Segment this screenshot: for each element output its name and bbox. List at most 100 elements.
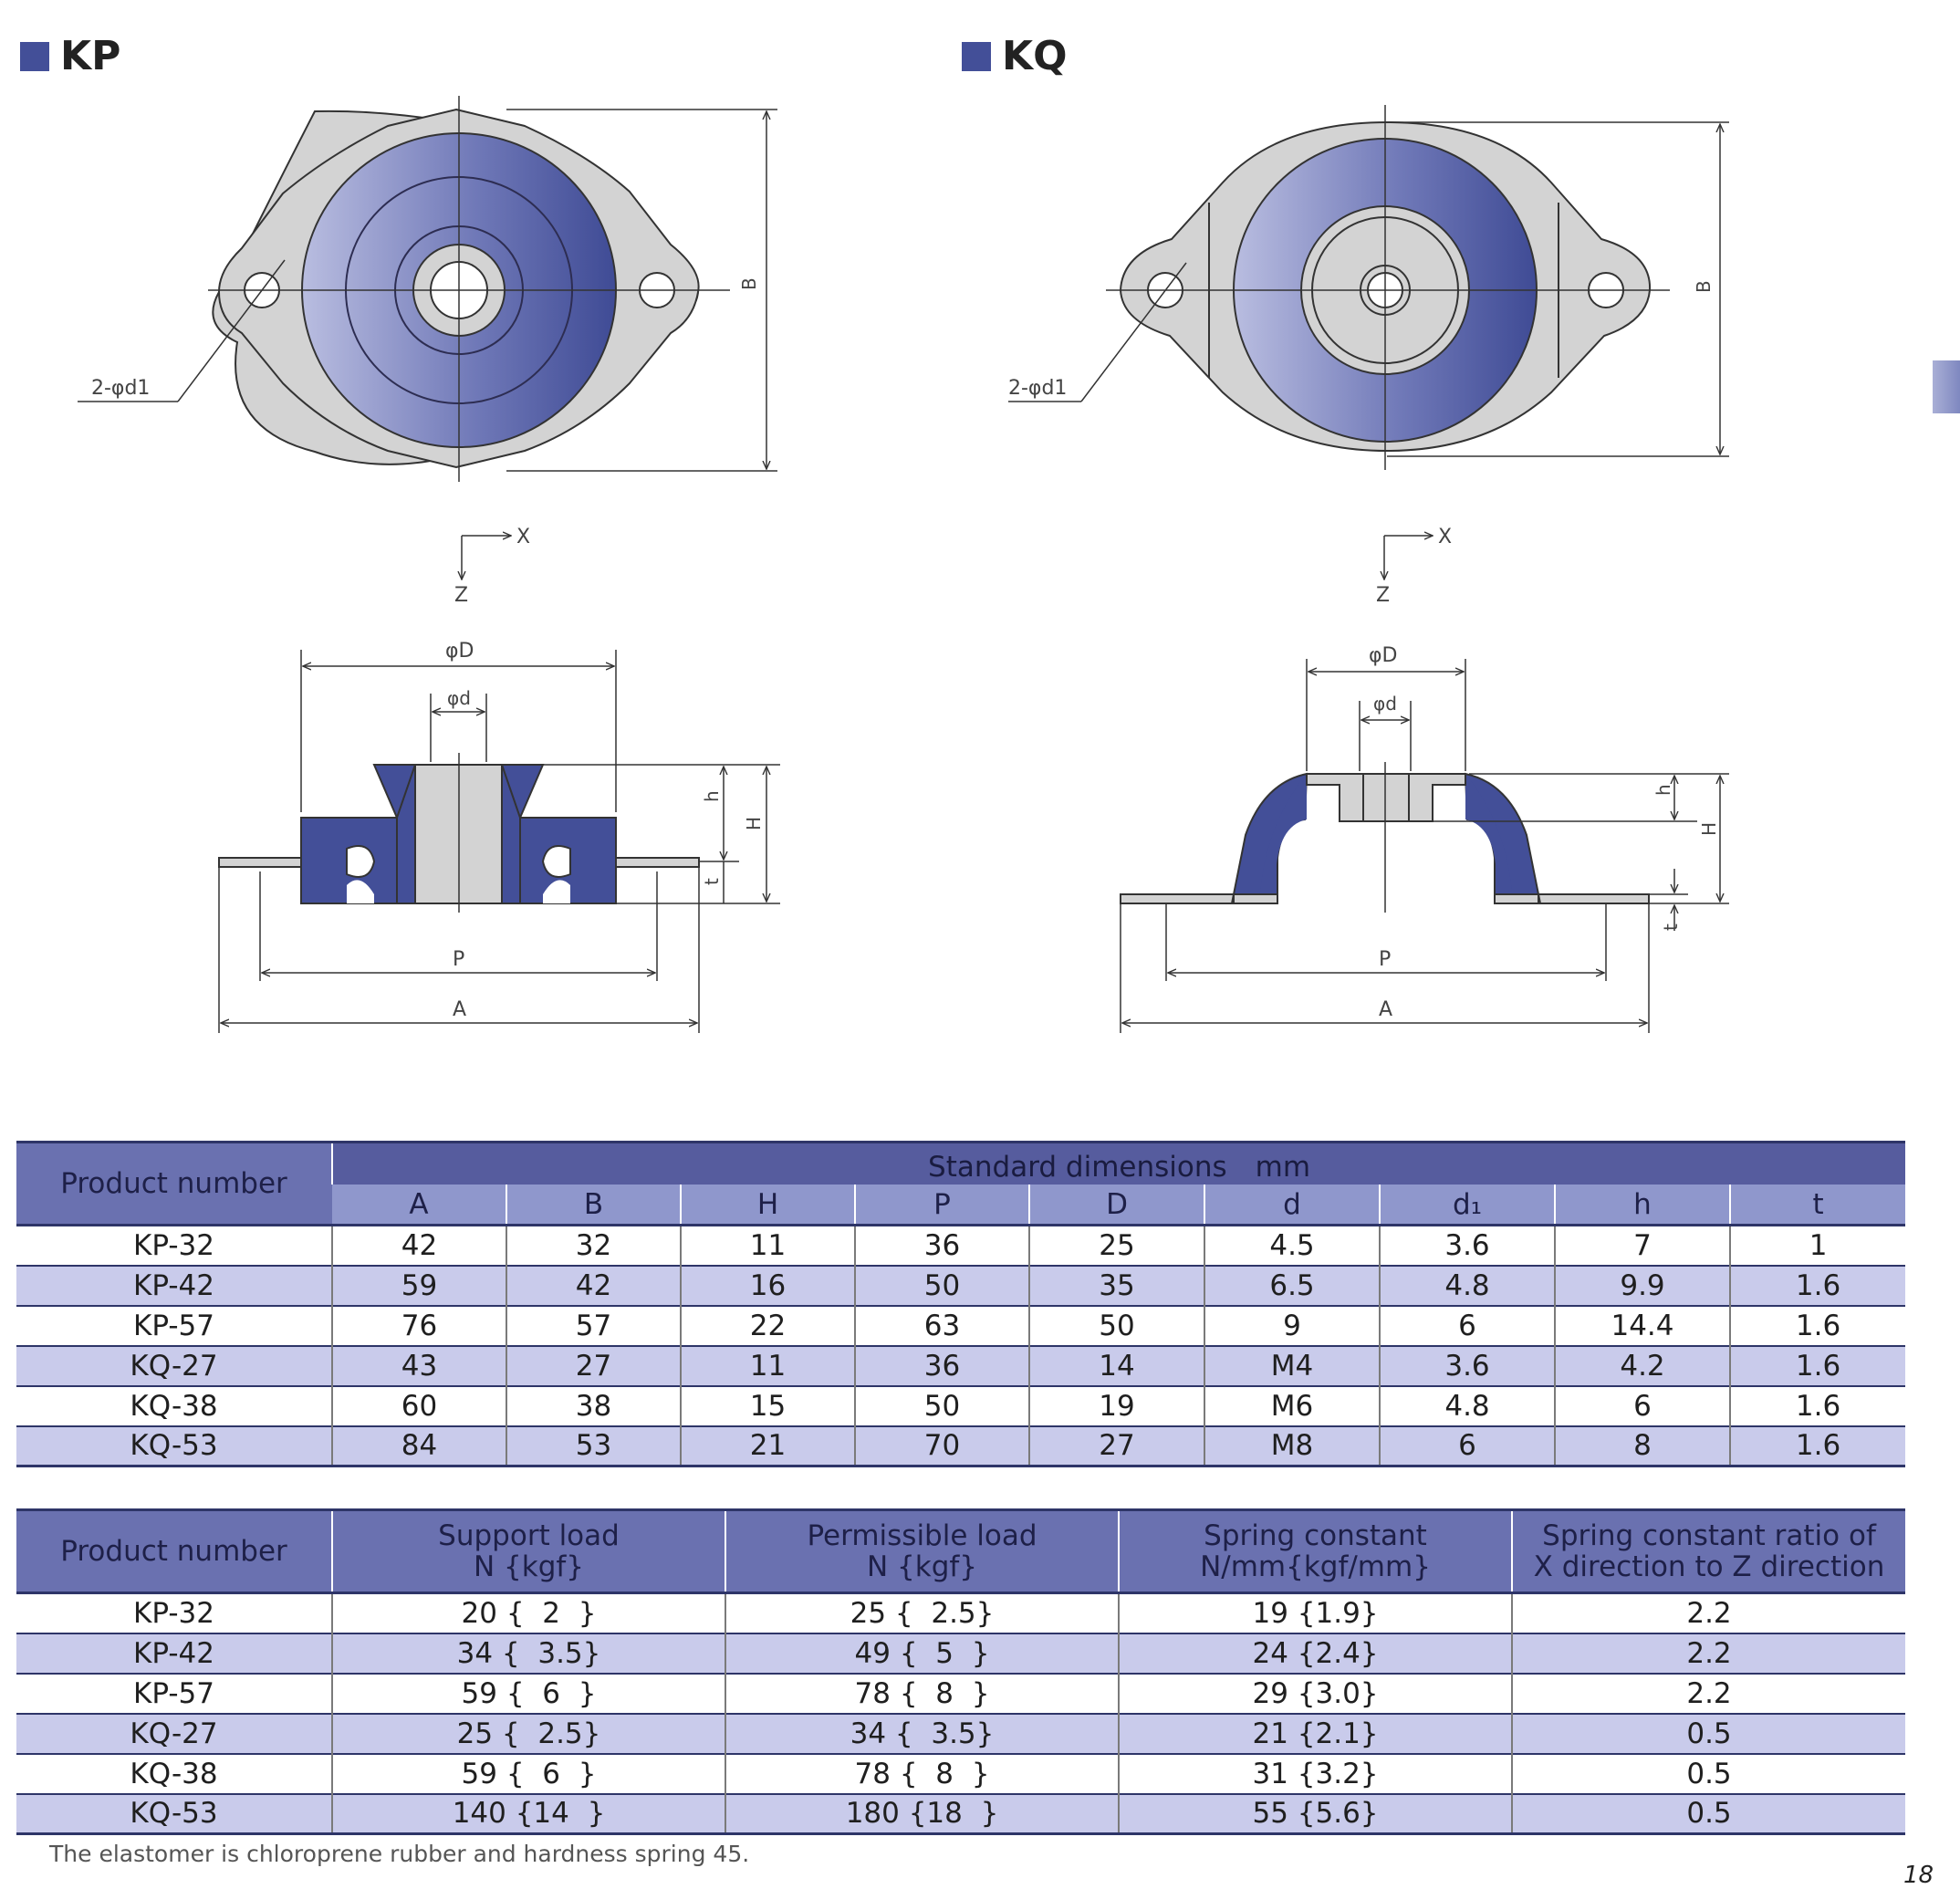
header-line-1: Support load — [438, 1519, 620, 1552]
dimension-cell: 9 — [1204, 1305, 1380, 1346]
dimension-cell: 1.6 — [1728, 1425, 1906, 1466]
dimension-cell: 36 — [854, 1225, 1029, 1266]
kq-dim-P-label: P — [1379, 948, 1391, 971]
kp-x-axis-label: X — [516, 526, 530, 548]
load-value-cell: 2.2 — [1511, 1673, 1905, 1714]
dimension-cell: 32 — [506, 1225, 681, 1266]
dimension-cell: 11 — [680, 1345, 855, 1386]
dim-column-header: A — [332, 1185, 506, 1226]
dim-column-header: d — [1204, 1185, 1380, 1226]
load-value-cell: 59 { 6 } — [331, 1753, 725, 1794]
header-line-2: N {kgf} — [473, 1550, 585, 1583]
product-number-cell: KQ-53 — [130, 1429, 218, 1463]
kq-phi-d-label: φd — [1373, 693, 1397, 715]
kp-side-view — [218, 650, 780, 1033]
dim-column-header: h — [1554, 1185, 1730, 1226]
kq-dim-H-label: H — [1698, 822, 1720, 836]
header-line-2: X direction to Z direction — [1533, 1550, 1885, 1583]
dimension-cell: 19 — [1028, 1385, 1204, 1426]
load-value-cell: 25 { 2.5} — [725, 1592, 1119, 1633]
load-value-cell: 21 {2.1} — [1118, 1713, 1512, 1754]
dimension-cell: 35 — [1028, 1265, 1204, 1306]
dimension-cell: M4 — [1204, 1345, 1380, 1386]
load-value-cell: 0.5 — [1511, 1793, 1905, 1834]
load-value-cell: 59 { 6 } — [331, 1673, 725, 1714]
kq-title-text: KQ — [1002, 33, 1068, 79]
dimension-cell: 1.6 — [1728, 1345, 1906, 1386]
kq-side-view — [1120, 659, 1729, 1033]
dimension-cell: 60 — [331, 1385, 506, 1426]
kq-axis-indicator — [1384, 536, 1433, 579]
product-number-cell: KQ-27 — [130, 1349, 218, 1383]
dimension-cell: 42 — [506, 1265, 681, 1306]
header-line-1: Product number — [60, 1535, 287, 1568]
product-number-cell: KQ-53 — [130, 1797, 218, 1831]
header-line-1: Permissible load — [807, 1519, 1037, 1552]
dimension-cell: 76 — [331, 1305, 506, 1346]
kq-dim-t-label: t — [1660, 924, 1682, 931]
title-square-icon — [962, 42, 991, 71]
kq-hole-note-label: 2-φd1 — [1008, 377, 1067, 400]
dimension-cell: 4.8 — [1379, 1265, 1555, 1306]
dim-column-header: H — [680, 1185, 855, 1226]
kp-dim-A-label: A — [453, 998, 466, 1021]
product-number-cell: KP-32 — [133, 1596, 214, 1630]
kp-dim-H-label: H — [743, 817, 765, 830]
kq-top-view — [1008, 105, 1729, 470]
dim-group-header: Standard dimensions mm — [330, 1142, 1906, 1185]
kp-phi-d-label: φd — [447, 687, 471, 709]
dimension-cell: 8 — [1554, 1425, 1730, 1466]
load-column-header: Product number — [16, 1509, 332, 1594]
dimension-cell: 4.2 — [1554, 1345, 1730, 1386]
kq-x-axis-label: X — [1438, 526, 1452, 548]
dimension-cell: 9.9 — [1554, 1265, 1730, 1306]
kp-dim-b-label: B — [738, 277, 760, 290]
dim-column-header: t — [1728, 1185, 1906, 1226]
load-value-cell: 29 {3.0} — [1118, 1673, 1512, 1714]
kp-phi-D-label: φD — [445, 640, 474, 663]
dimension-cell: 1 — [1728, 1225, 1906, 1266]
product-number-cell: KP-32 — [133, 1228, 214, 1262]
load-value-cell: 34 { 3.5} — [331, 1633, 725, 1674]
dimension-cell: M8 — [1204, 1425, 1380, 1466]
kq-dim-A-label: A — [1379, 998, 1392, 1021]
product-number-cell: KQ-38 — [130, 1389, 218, 1423]
dim-table-group-header-row: Product number Standard dimensions mm — [16, 1142, 1906, 1226]
dimension-cell: 3.6 — [1379, 1225, 1555, 1266]
load-value-cell: 49 { 5 } — [725, 1633, 1119, 1674]
dimension-cell: 27 — [506, 1345, 681, 1386]
dimension-cell: 42 — [331, 1225, 506, 1266]
load-value-cell: 180 {18 } — [725, 1793, 1119, 1834]
dimension-cell: 59 — [331, 1265, 506, 1306]
dimension-cell: 14.4 — [1554, 1305, 1730, 1346]
load-value-cell: 19 {1.9} — [1118, 1592, 1512, 1633]
title-square-icon — [20, 42, 49, 71]
dimension-cell: 15 — [680, 1385, 855, 1426]
dimension-cell: 50 — [854, 1265, 1029, 1306]
header-line-2: N {kgf} — [866, 1550, 978, 1583]
dimension-cell: 50 — [854, 1385, 1029, 1426]
kq-dim-h-label-rotated: h — [1652, 784, 1674, 796]
dimension-cell: M6 — [1204, 1385, 1380, 1426]
dimension-cell: 11 — [680, 1225, 855, 1266]
dimension-cell: 50 — [1028, 1305, 1204, 1346]
kp-hole-note-label: 2-φd1 — [91, 377, 150, 400]
kp-dim-t-label: t — [701, 878, 723, 885]
load-value-cell: 24 {2.4} — [1118, 1633, 1512, 1674]
dimension-cell: 7 — [1554, 1225, 1730, 1266]
kq-phi-D-label: φD — [1369, 644, 1397, 667]
dimension-cell: 27 — [1028, 1425, 1204, 1466]
load-value-cell: 140 {14 } — [331, 1793, 725, 1834]
dimension-cell: 1.6 — [1728, 1265, 1906, 1306]
load-value-cell: 34 { 3.5} — [725, 1713, 1119, 1754]
